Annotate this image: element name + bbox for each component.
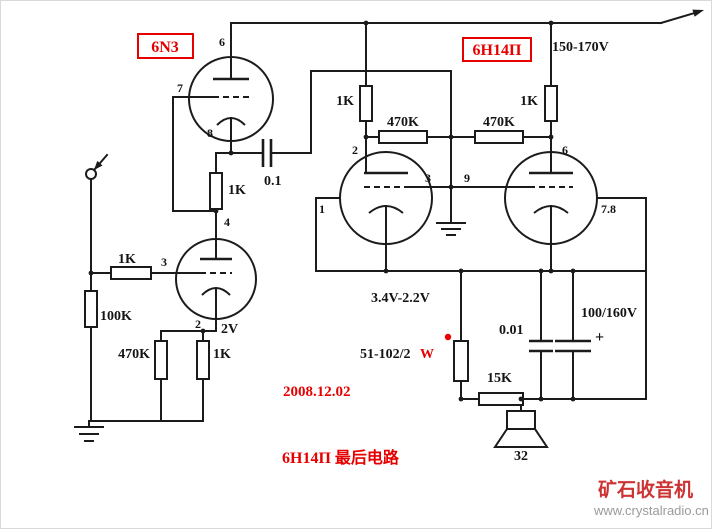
electrolytic-plus-sign: + xyxy=(595,329,604,346)
label-speaker-impedance: 32 xyxy=(514,449,528,464)
label-srpp-resistor: 1K xyxy=(228,183,246,198)
pin-out-right-grid: 9 xyxy=(464,171,470,185)
label-plate-resistor-right: 1K xyxy=(520,94,538,109)
resistor-15k xyxy=(478,392,524,406)
ground-symbol-left xyxy=(74,426,104,442)
pin-out-left-side: 1 xyxy=(319,202,325,216)
input-arrow-icon xyxy=(94,160,103,170)
pin-out-left-grid: 3 xyxy=(425,171,431,185)
label-plate-resistor-left: 1K xyxy=(336,94,354,109)
pin-t2-grid: 3 xyxy=(161,255,167,269)
resistor-output-cathode xyxy=(453,340,469,382)
tube-output-right xyxy=(504,151,598,245)
label-cathode-resistor: 1K xyxy=(213,347,231,362)
tube-envelope xyxy=(504,151,598,245)
label-15k-resistor: 15K xyxy=(487,371,512,386)
date-annotation: 2008.12.02 xyxy=(283,384,351,400)
tube-label-6n3: 6N3 xyxy=(151,39,179,56)
pin-t2-cathode: 2 xyxy=(195,317,201,331)
watermark-site-url: www.crystalradio.cn xyxy=(593,503,709,518)
speaker-icon xyxy=(493,410,549,448)
resistor-grid-leak-100k xyxy=(84,290,98,328)
watermark-site-name: 矿石收音机 xyxy=(598,478,693,501)
tube-envelope xyxy=(175,238,257,320)
tube-6n3-lower-triode xyxy=(175,238,257,320)
wires xyxy=(88,9,704,428)
label-electrolytic-cap: 100/160V xyxy=(581,306,637,321)
pin-t1-cathode: 8 xyxy=(207,126,213,140)
tube-envelope xyxy=(188,56,274,142)
resistor-feedback-470k xyxy=(154,340,168,380)
junction-dots xyxy=(88,20,576,402)
label-box-6h14p xyxy=(462,37,532,62)
tube-label-6h14p: 6H14П xyxy=(473,42,522,59)
circuit-caption: 6H14П 最后电路 xyxy=(282,448,400,467)
label-grid-stopper: 1K xyxy=(118,252,136,267)
pin-t1-plate: 6 xyxy=(219,35,225,49)
input-jack-icon xyxy=(85,168,97,180)
label-cathode-bias: 2V xyxy=(221,322,238,337)
arrow-head xyxy=(692,9,704,17)
input-jack xyxy=(85,153,109,180)
ground-symbol-center xyxy=(436,222,466,236)
label-output-cathode-watt: W xyxy=(420,347,434,362)
resistor-grid-right-470k xyxy=(474,130,524,144)
pin-out-left-plate: 2 xyxy=(352,143,358,157)
resistor-grid-left-470k xyxy=(378,130,428,144)
capacitor-coupling-0.1 xyxy=(261,139,273,167)
pin-out-right-plate: 6 xyxy=(562,143,568,157)
pin-t2-plate: 4 xyxy=(224,215,230,229)
tube-output-left xyxy=(339,151,433,245)
label-box-6n3 xyxy=(137,33,194,59)
supply-voltage-label: 150-170V xyxy=(552,40,609,55)
pin-t1-grid: 7 xyxy=(177,81,183,95)
capacitor-bypass-0.01 xyxy=(529,339,553,353)
tube-envelope xyxy=(339,151,433,245)
label-coupling-cap: 0.1 xyxy=(264,174,282,189)
capacitor-electrolytic xyxy=(555,339,591,353)
pin-out-right-side: 7.8 xyxy=(601,202,616,216)
label-bypass-cap: 0.01 xyxy=(499,323,524,338)
label-output-cathode-resistor: 51-102/2 xyxy=(360,347,411,362)
label-grid-leak: 100K xyxy=(100,309,132,324)
resistor-plate-left xyxy=(359,85,373,122)
resistor-cathode-1k xyxy=(196,340,210,380)
label-grid-resistor-left: 470K xyxy=(387,115,419,130)
tube-6n3-upper-triode xyxy=(188,56,274,142)
resistor-srpp-1k xyxy=(209,172,223,210)
resistor-grid-stopper-1k xyxy=(110,266,152,280)
label-feedback-resistor: 470K xyxy=(118,347,150,362)
label-grid-resistor-right: 470K xyxy=(483,115,515,130)
red-marker-dot xyxy=(444,333,452,341)
label-cathode-voltage: 3.4V-2.2V xyxy=(371,291,430,306)
resistor-plate-right xyxy=(544,85,558,122)
